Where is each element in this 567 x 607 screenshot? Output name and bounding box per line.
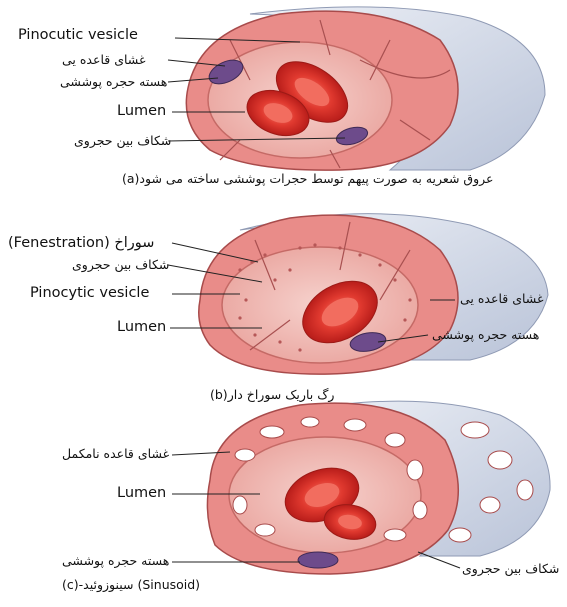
panel-b-label-basal-lamina: غشای قاعده یی xyxy=(460,292,543,306)
panel-a-caption: (a)عروق شعریه به صورت پیهم توسط حجرات پو… xyxy=(122,172,494,186)
panel-c-endothelial-nucleus xyxy=(298,552,338,568)
panel-b-label-lumen: Lumen xyxy=(117,320,166,334)
panel-b-label-fenestration: سوراخ (Fenestration) xyxy=(8,236,154,250)
panel-a-label-basal-lamina: غشای قاعده یی xyxy=(62,53,145,67)
panel-a-label-pinocytic-vesicle: Pinocutic vesicle xyxy=(18,28,138,42)
panel-a-label-lumen: Lumen xyxy=(117,104,166,118)
panel-b-label-endothelial-nucleus: هسته حجره پوششی xyxy=(432,328,539,342)
panel-a-continuous-capillary xyxy=(186,7,545,170)
panel-b-caption: (b)رگ باریک سوراخ دار xyxy=(210,388,334,402)
panel-c-sinusoid xyxy=(207,401,550,574)
panel-c-label-endothelial-nucleus: هسته حجره پوششی xyxy=(62,554,169,568)
panel-c-caption: (c)-سینوزوئید (Sinusoid) xyxy=(62,578,200,592)
panel-a-label-endothelial-nucleus: هسته حجره پوششی xyxy=(60,75,167,89)
panel-c-label-lumen: Lumen xyxy=(117,486,166,500)
panel-b-label-intercellular-cleft: شکاف بین حجروی xyxy=(72,258,169,272)
panel-c-label-incomplete-basal-lamina: غشای قاعده نامکمل xyxy=(62,447,169,461)
panel-a-label-intercellular-cleft: شکاف بین حجروی xyxy=(74,134,171,148)
panel-c-label-intercellular-cleft: شکاف بین حجروی xyxy=(462,562,559,576)
panel-b-label-pinocytic-vesicle: Pinocytic vesicle xyxy=(30,286,149,300)
